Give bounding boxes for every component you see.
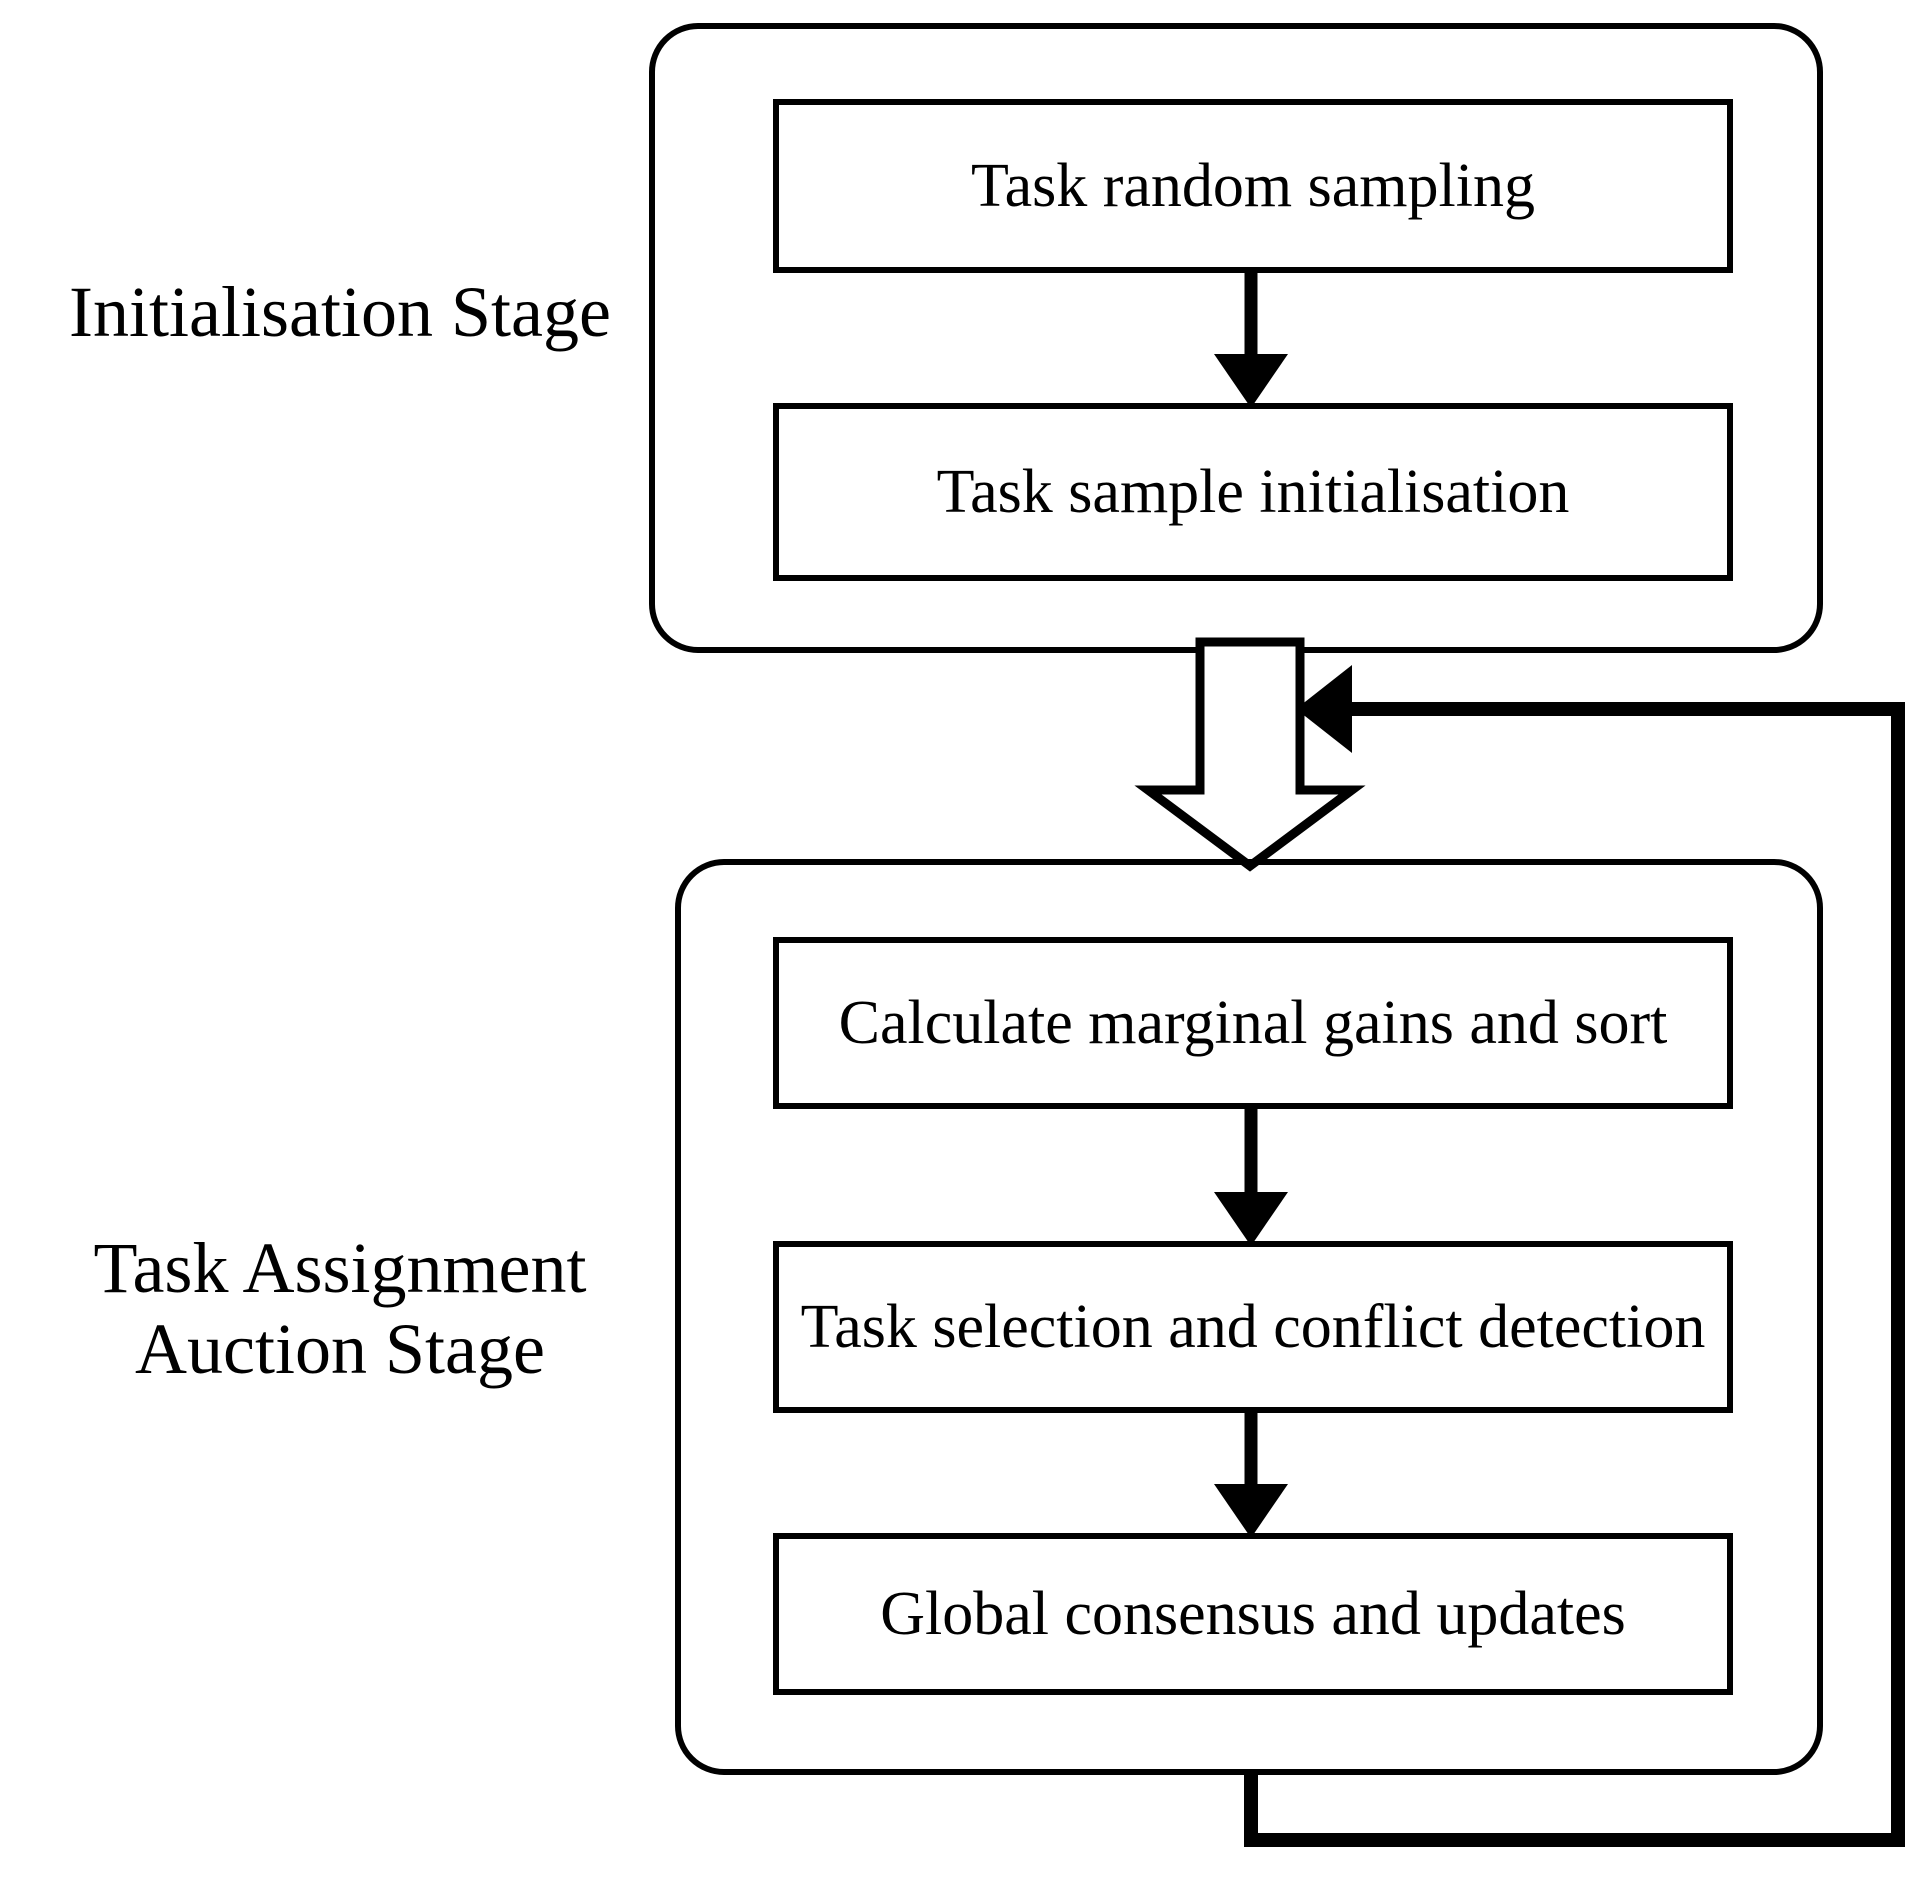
step-label-calculate-marginal-gains-and-sort: Calculate marginal gains and sort	[838, 988, 1668, 1057]
stage-label-initialisation: Initialisation Stage	[69, 272, 611, 352]
stage-auction-container	[675, 859, 1823, 1775]
stage-auction-group	[675, 859, 1823, 1775]
step-box-global-consensus-and-updates	[773, 1533, 1733, 1695]
feedback-loop-arrow	[1244, 665, 1905, 1847]
arrow-sampling-to-initialisation	[1214, 270, 1288, 408]
step-label-global-consensus-and-updates: Global consensus and updates	[880, 1579, 1626, 1648]
stage-label-task-assignment-auction: Task Assignment Auction Stage	[93, 1228, 587, 1389]
step-label-task-selection-and-conflict-detection: Task selection and conflict detection	[800, 1292, 1706, 1361]
step-box-task-sample-initialisation	[773, 403, 1733, 581]
arrow-gains-to-selection	[1214, 1106, 1288, 1246]
step-label-task-sample-initialisation: Task sample initialisation	[936, 457, 1570, 526]
step-label-task-random-sampling: Task random sampling	[971, 151, 1535, 220]
block-arrow-stage1-to-stage2	[1134, 637, 1366, 872]
arrow-selection-to-consensus	[1214, 1410, 1288, 1538]
feedback-arrowhead	[1296, 665, 1352, 753]
